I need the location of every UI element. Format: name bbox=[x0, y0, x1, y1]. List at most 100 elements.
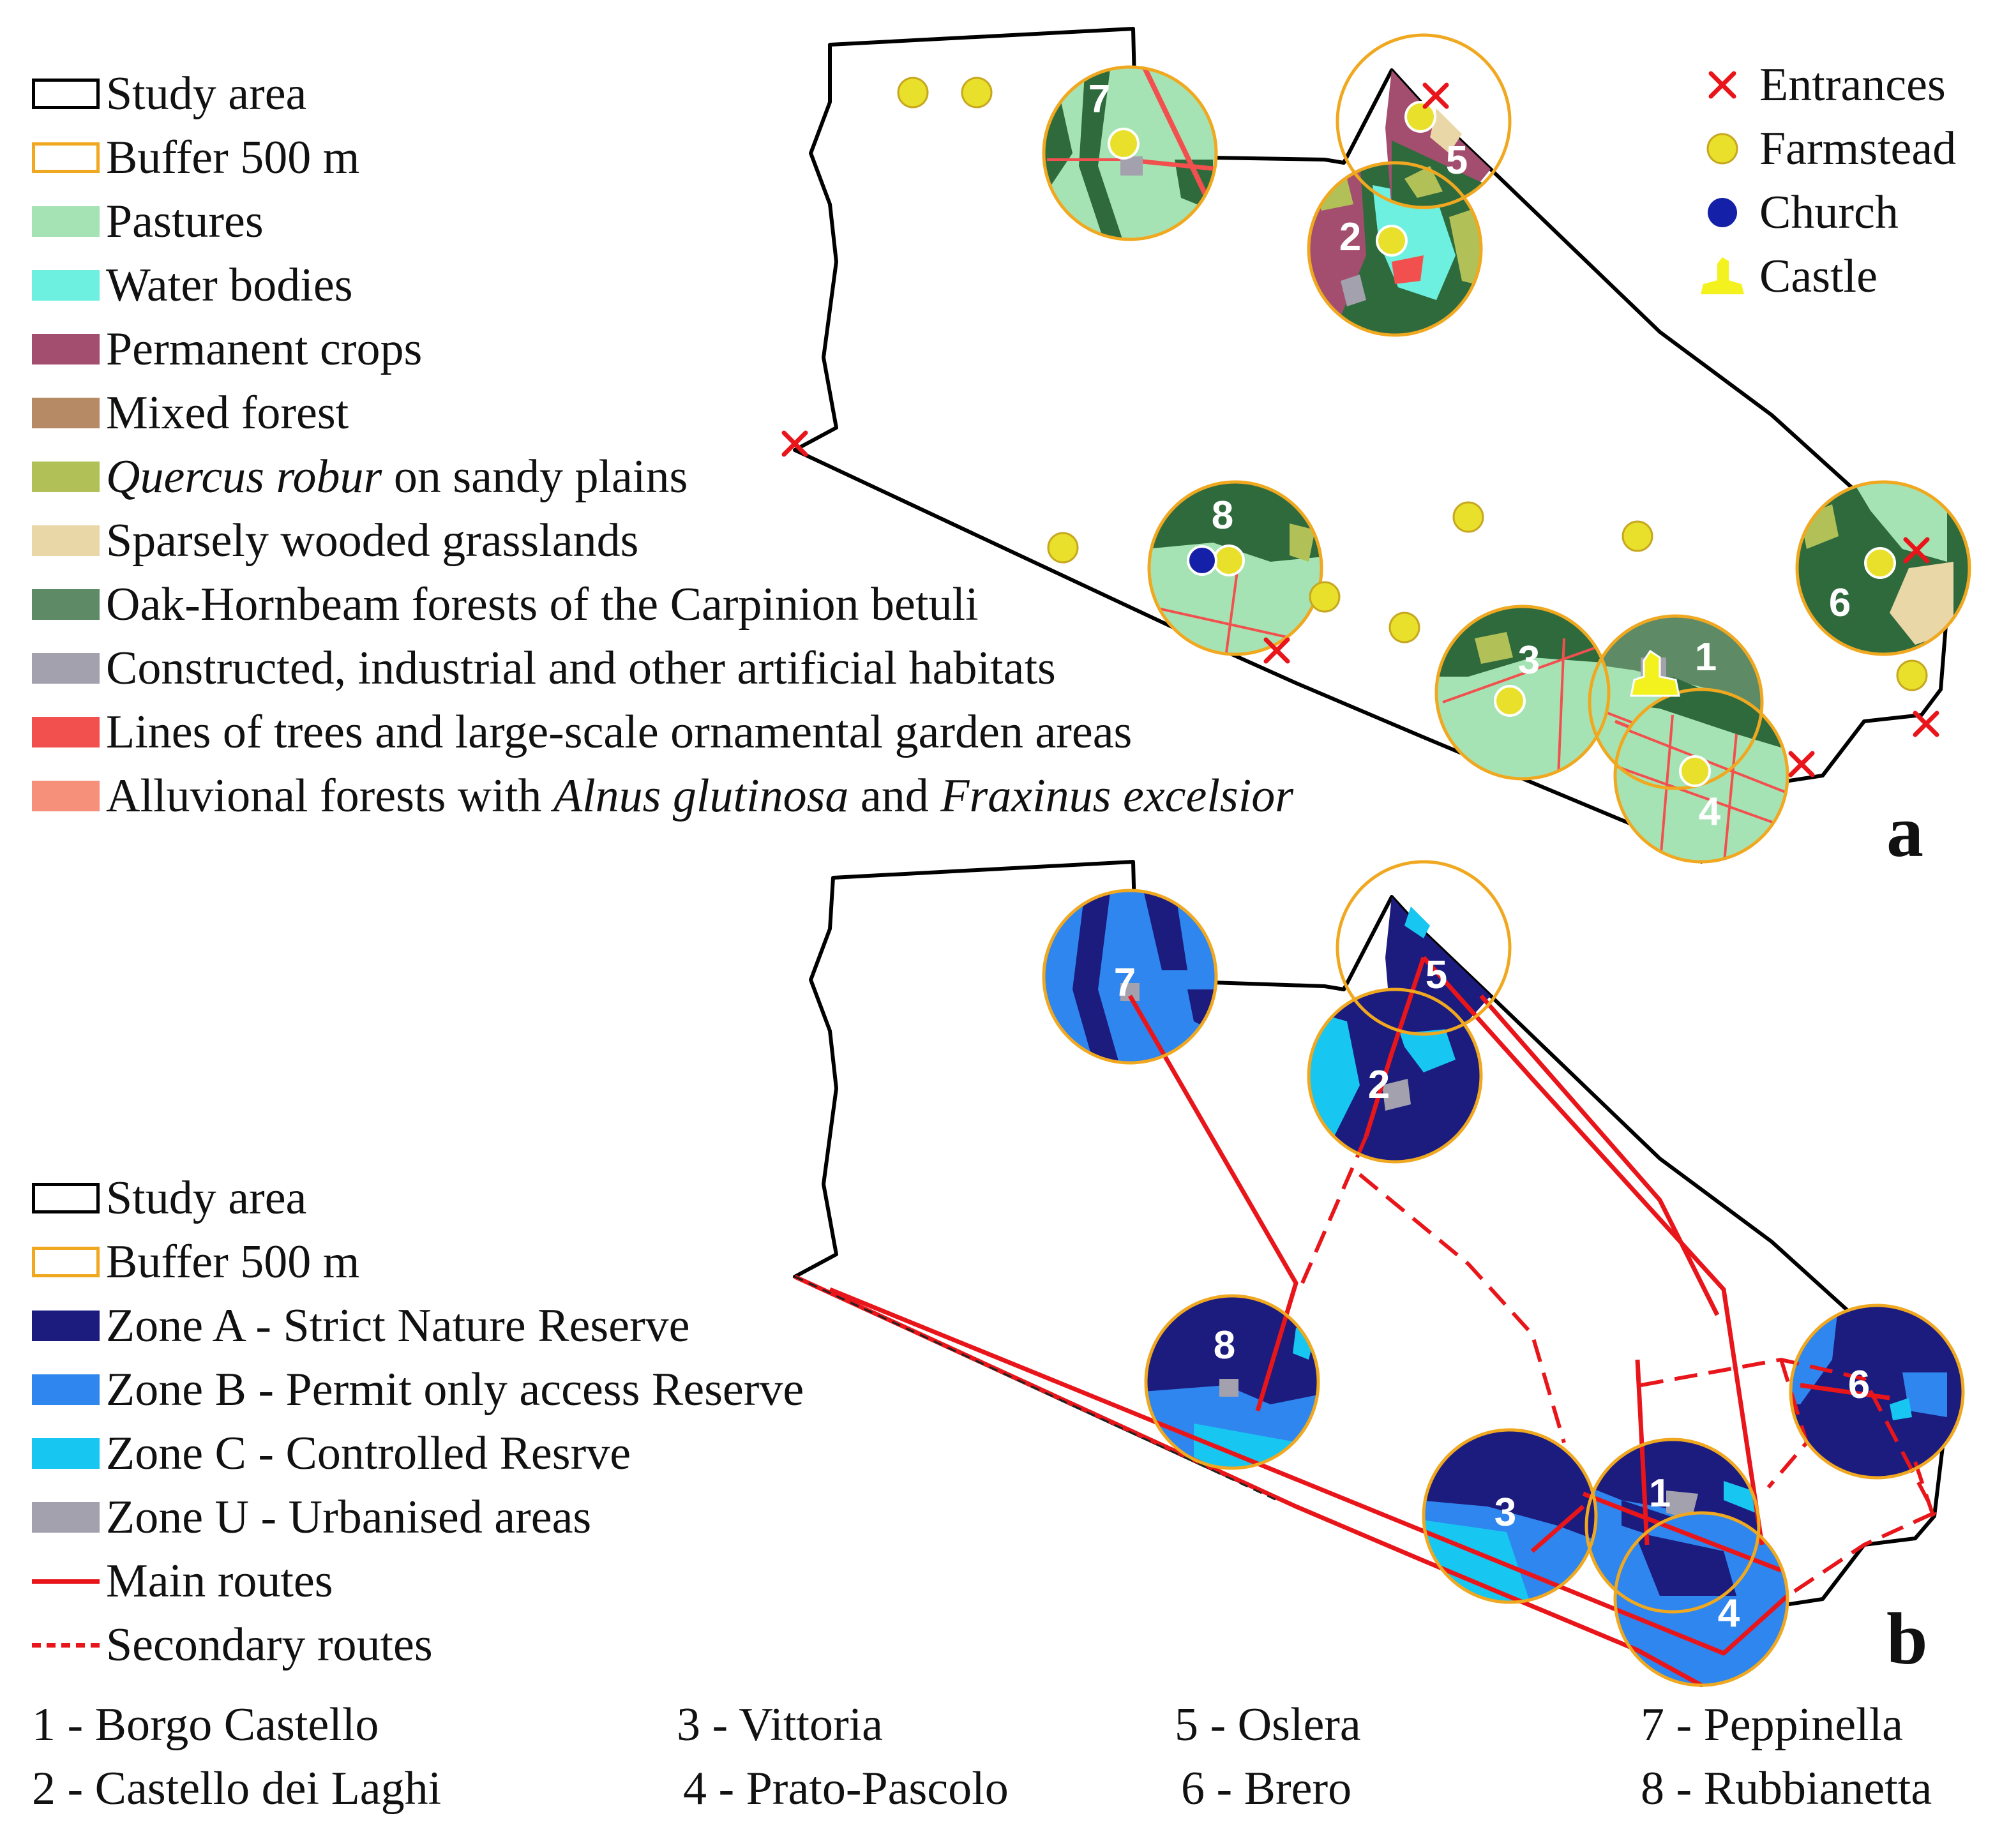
site-list: 1 - Borgo Castello 2 - Castello dei Lagh… bbox=[0, 1698, 2002, 1838]
legend-label: Study area bbox=[106, 68, 307, 120]
legend-item: Mixed forest bbox=[32, 389, 349, 437]
swatch-study-area bbox=[32, 79, 100, 109]
buffer-number-a-2: 2 bbox=[1339, 215, 1361, 259]
legend-panel-a: Study area Buffer 500 m Pastures Water b… bbox=[32, 70, 1500, 836]
buffer-land-cover-6 bbox=[1797, 482, 1969, 654]
farmstead-icons-a bbox=[897, 77, 1928, 787]
swatch-sparsely-wooded bbox=[32, 525, 100, 556]
buffer-number-b-6: 6 bbox=[1848, 1363, 1870, 1407]
swatch-water-bodies bbox=[32, 270, 100, 301]
legend-label-italic: Fraxinus excelsior bbox=[940, 770, 1294, 822]
panel-b-map: 1 2 3 4 5 6 7 8 bbox=[793, 860, 1965, 1688]
swatch-quercus-robur bbox=[32, 462, 100, 492]
panel-letter-b: b bbox=[1886, 1598, 1928, 1680]
legend-label: Alluvional forests with Alnus glutinosa … bbox=[106, 772, 1293, 820]
legend-label: Secondary routes bbox=[106, 1619, 433, 1671]
buffer-number-a-6: 6 bbox=[1829, 581, 1851, 625]
dot-icon bbox=[1698, 124, 1747, 173]
swatch-buffer bbox=[32, 1247, 100, 1277]
panel-letter-a: a bbox=[1886, 791, 1923, 873]
buffer-number-b-7: 7 bbox=[1114, 961, 1136, 1005]
site-label: 7 - Peppinella bbox=[1641, 1699, 1904, 1751]
legend-label: Constructed, industrial and other artifi… bbox=[106, 642, 1056, 695]
legend-label-pre: Alluvional forests with bbox=[106, 770, 553, 822]
buffer-numbers-b: 1 2 3 4 5 6 7 8 bbox=[1114, 953, 1870, 1635]
buffer-circles-a bbox=[1042, 33, 1971, 864]
legend-item: Pastures bbox=[32, 198, 264, 245]
legend-label: Buffer 500 m bbox=[106, 131, 360, 184]
boundary-dash bbox=[794, 1275, 1277, 1501]
swatch-zone-u bbox=[32, 1502, 100, 1533]
site-label: 3 - Vittoria bbox=[677, 1699, 884, 1751]
legend-item: Zone C - Controlled Resrve bbox=[32, 1430, 631, 1477]
buffer-number-a-5: 5 bbox=[1446, 139, 1468, 183]
legend-item: Buffer 500 m bbox=[32, 1238, 359, 1286]
legend-item: Study area bbox=[32, 1175, 306, 1222]
legend-item: Oak-Hornbeam forests of the Carpinion be… bbox=[32, 581, 979, 628]
legend-item: Main routes bbox=[32, 1558, 333, 1605]
buffer-number-a-7: 7 bbox=[1088, 77, 1110, 121]
swatch-alluvional-forests bbox=[32, 781, 100, 811]
buffer-number-a-8: 8 bbox=[1212, 493, 1233, 537]
legend-item: Study area bbox=[32, 70, 306, 117]
legend-label-italic: Quercus robur bbox=[106, 451, 382, 503]
main-routes bbox=[794, 956, 1890, 1688]
church-icon bbox=[1187, 545, 1217, 576]
legend-label-rest: on sandy plains bbox=[382, 451, 688, 503]
buffer-number-a-1: 1 bbox=[1695, 635, 1717, 679]
legend-label: Quercus robur on sandy plains bbox=[106, 453, 688, 500]
symbol-item-church: Church bbox=[1698, 188, 1899, 237]
symbol-item-castle: Castle bbox=[1698, 252, 1878, 301]
buffer-zones-7 bbox=[1044, 890, 1216, 1063]
legend-item: Alluvional forests with Alnus glutinosa … bbox=[32, 772, 1293, 820]
castle-icon bbox=[1698, 252, 1747, 301]
legend-item: Zone A - Strict Nature Reserve bbox=[32, 1302, 689, 1349]
swatch-secondary-route bbox=[32, 1630, 100, 1660]
site-label: 2 - Castello dei Laghi bbox=[32, 1762, 442, 1815]
legend-label: Zone B - Permit only access Reserve bbox=[106, 1363, 804, 1416]
swatch-constructed bbox=[32, 653, 100, 684]
symbol-label: Farmstead bbox=[1759, 123, 1957, 175]
site-label: 4 - Prato-Pascolo bbox=[683, 1762, 1009, 1815]
legend-label: Mixed forest bbox=[106, 387, 349, 439]
site-label: 1 - Borgo Castello bbox=[32, 1699, 379, 1751]
symbol-item-entrances: Entrances bbox=[1698, 61, 1946, 109]
swatch-pastures bbox=[32, 206, 100, 237]
swatch-buffer bbox=[32, 142, 100, 173]
legend-label: Permanent crops bbox=[106, 323, 423, 375]
swatch-mixed-forest bbox=[32, 398, 100, 428]
legend-label: Study area bbox=[106, 1172, 307, 1224]
legend-label: Water bodies bbox=[106, 259, 353, 312]
buffer-circles-b bbox=[1042, 860, 1965, 1687]
legend-item: Zone B - Permit only access Reserve bbox=[32, 1366, 804, 1413]
swatch-zone-a bbox=[32, 1311, 100, 1341]
buffer-number-b-1: 1 bbox=[1649, 1471, 1671, 1515]
buffer-zones-6 bbox=[1791, 1305, 1963, 1478]
legend-label: Zone U - Urbanised areas bbox=[106, 1491, 592, 1544]
legend-panel-b: Study area Buffer 500 m Zone A - Strict … bbox=[32, 1175, 990, 1685]
legend-item: Sparsely wooded grasslands bbox=[32, 517, 638, 564]
legend-label: Buffer 500 m bbox=[106, 1236, 360, 1288]
buffer-number-b-5: 5 bbox=[1426, 953, 1447, 997]
swatch-permanent-crops bbox=[32, 334, 100, 364]
swatch-zone-b bbox=[32, 1374, 100, 1405]
buffer-number-b-8: 8 bbox=[1214, 1323, 1235, 1367]
legend-item: Quercus robur on sandy plains bbox=[32, 453, 688, 500]
buffer-number-a-4: 4 bbox=[1699, 790, 1721, 834]
legend-item: Water bodies bbox=[32, 262, 353, 309]
swatch-zone-c bbox=[32, 1438, 100, 1469]
legend-label: Pastures bbox=[106, 195, 264, 248]
site-label: 5 - Oslera bbox=[1175, 1699, 1361, 1751]
cross-icon bbox=[1698, 61, 1747, 109]
swatch-lines-of-trees bbox=[32, 717, 100, 747]
buffer-number-b-2: 2 bbox=[1368, 1063, 1390, 1107]
legend-label: Main routes bbox=[106, 1555, 333, 1607]
swatch-oak-hornbeam bbox=[32, 589, 100, 620]
site-label: 6 - Brero bbox=[1181, 1762, 1352, 1815]
buffer-number-b-4: 4 bbox=[1718, 1591, 1740, 1635]
legend-item: Constructed, industrial and other artifi… bbox=[32, 645, 1056, 692]
legend-item: Buffer 500 m bbox=[32, 134, 359, 181]
dot-icon bbox=[1698, 188, 1747, 237]
legend-label: Zone C - Controlled Resrve bbox=[106, 1427, 631, 1480]
legend-label-italic: Alnus glutinosa bbox=[553, 770, 849, 822]
